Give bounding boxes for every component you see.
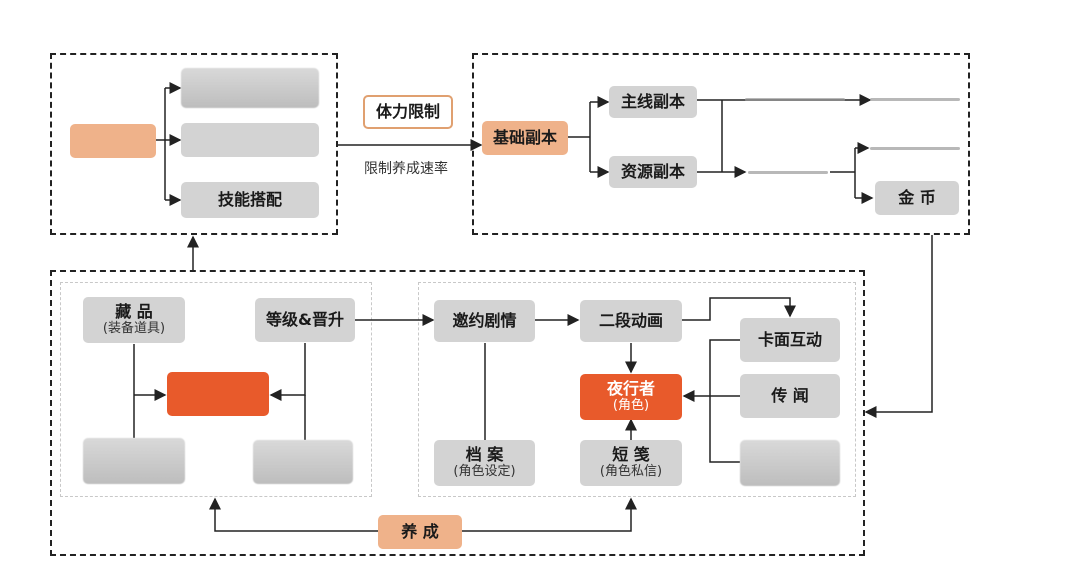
collection-node: 藏 品 (装备道具) — [83, 297, 185, 343]
blurred-line-4 — [870, 147, 960, 150]
blurred-line-2 — [870, 98, 960, 101]
blurred-line-3 — [748, 171, 828, 174]
file-node: 档 案 (角色设定) — [434, 440, 535, 486]
stamina-label: 体力限制 — [375, 101, 440, 121]
level-node: 等级&晋升 — [255, 298, 355, 342]
bottom-right-subframe — [418, 282, 856, 497]
file-sub-label: (角色设定) — [453, 463, 516, 479]
note-sub-label: (角色私信) — [599, 463, 663, 479]
blurred-center-node — [167, 372, 269, 416]
anim-label: 二段动画 — [598, 310, 663, 330]
walker-sub-label: (角色) — [612, 397, 650, 413]
card-node: 卡面互动 — [740, 318, 840, 362]
skill-label: 技能搭配 — [217, 189, 282, 209]
note-label: 短 笺 — [612, 445, 650, 465]
invite-label: 邀约剧情 — [452, 310, 517, 330]
level-label: 等级&晋升 — [266, 309, 344, 329]
resource-dungeon-label: 资源副本 — [620, 161, 685, 181]
note-node: 短 笺 (角色私信) — [580, 440, 682, 486]
collection-label: 藏 品 — [115, 302, 153, 322]
bottom-left-subframe — [60, 282, 372, 497]
file-label: 档 案 — [465, 445, 504, 465]
blurred-node-4 — [253, 440, 353, 484]
top-left-frame — [50, 53, 338, 235]
anim-node: 二段动画 — [580, 300, 682, 342]
gold-node: 金 币 — [875, 181, 959, 215]
invite-node: 邀约剧情 — [434, 300, 535, 342]
blurred-node-3 — [83, 438, 185, 484]
blurred-source-node — [70, 124, 156, 158]
collection-sub-label: (装备道具) — [102, 320, 166, 336]
blurred-node-2 — [181, 123, 319, 157]
main-dungeon-node: 主线副本 — [609, 86, 697, 118]
blurred-node-1 — [181, 68, 319, 108]
nurture-node: 养 成 — [378, 515, 462, 549]
base-dungeon-node: 基础副本 — [482, 121, 568, 155]
base-dungeon-label: 基础副本 — [492, 127, 557, 147]
blurred-node-5 — [740, 440, 840, 486]
walker-label: 夜行者 — [606, 379, 655, 399]
card-label: 卡面互动 — [757, 329, 822, 349]
resource-dungeon-node: 资源副本 — [609, 156, 697, 188]
bottom-frame — [50, 270, 865, 556]
skill-node: 技能搭配 — [181, 182, 319, 218]
rumor-node: 传 闻 — [740, 374, 840, 418]
stamina-node: 体力限制 — [363, 95, 453, 129]
growth-rate-label: 限制养成速率 — [364, 161, 448, 177]
gold-label: 金 币 — [898, 187, 936, 207]
nurture-label: 养 成 — [401, 521, 439, 541]
rumor-label: 传 闻 — [771, 385, 809, 405]
blurred-line-1 — [745, 98, 845, 101]
walker-node: 夜行者 (角色) — [580, 374, 682, 420]
main-dungeon-label: 主线副本 — [620, 91, 685, 111]
